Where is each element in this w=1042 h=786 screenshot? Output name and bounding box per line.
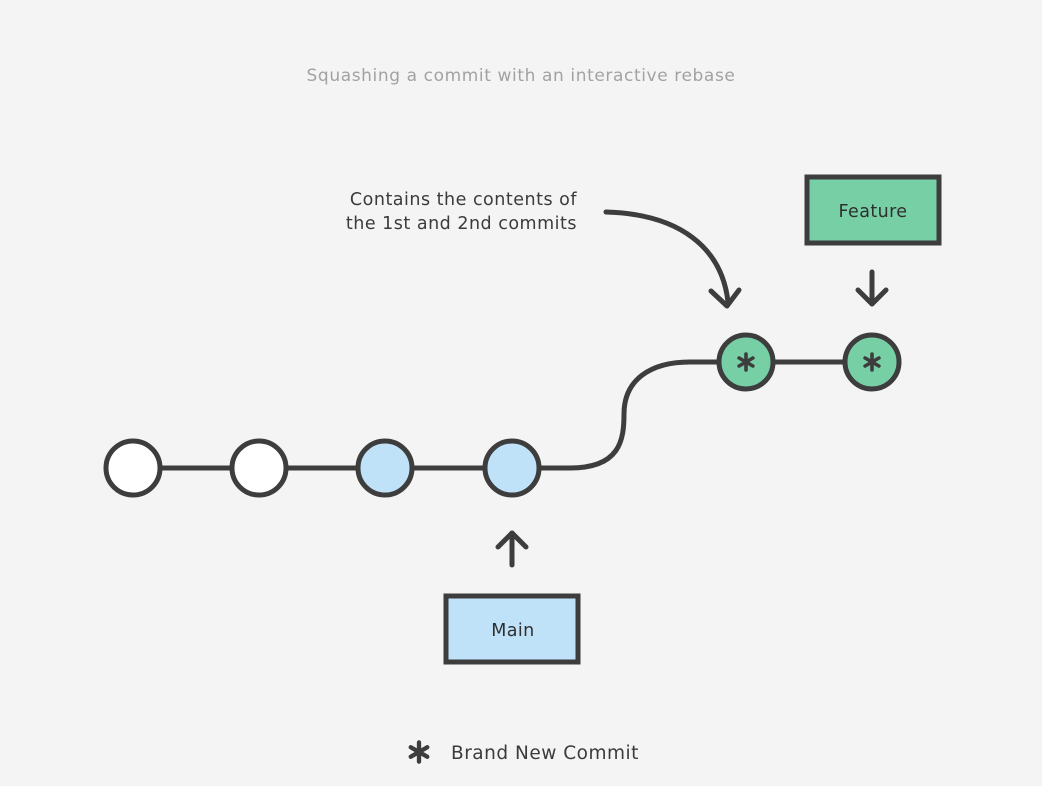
- feature-branch-curve: [567, 359, 749, 471]
- legend-label: Brand New Commit: [451, 743, 639, 764]
- annotation-line-1: Contains the contents of: [350, 190, 577, 210]
- feature-branch-box[interactable]: [804, 174, 942, 246]
- main-branch-label: Main: [491, 621, 534, 641]
- annotation-line-2: the 1st and 2nd commits: [346, 214, 577, 234]
- feature-branch-pointer: Feature: [804, 174, 942, 307]
- main-branch-pointer: Main: [443, 530, 581, 665]
- main-branch-box[interactable]: [443, 593, 581, 665]
- asterisk-icon: [411, 742, 428, 761]
- legend: Brand New Commit: [411, 742, 639, 764]
- diagram-title: Squashing a commit with an interactive r…: [307, 66, 736, 86]
- arrow-down-icon: [855, 269, 889, 307]
- annotation-arrow: [603, 209, 742, 309]
- arrow-up-icon: [495, 530, 529, 568]
- commit-node[interactable]: [355, 438, 415, 498]
- commit-node[interactable]: [482, 438, 542, 498]
- commit-node[interactable]: [229, 438, 289, 498]
- feature-branch-label: Feature: [839, 202, 908, 222]
- commit-node[interactable]: [103, 438, 163, 498]
- commit-nodes: [103, 332, 902, 498]
